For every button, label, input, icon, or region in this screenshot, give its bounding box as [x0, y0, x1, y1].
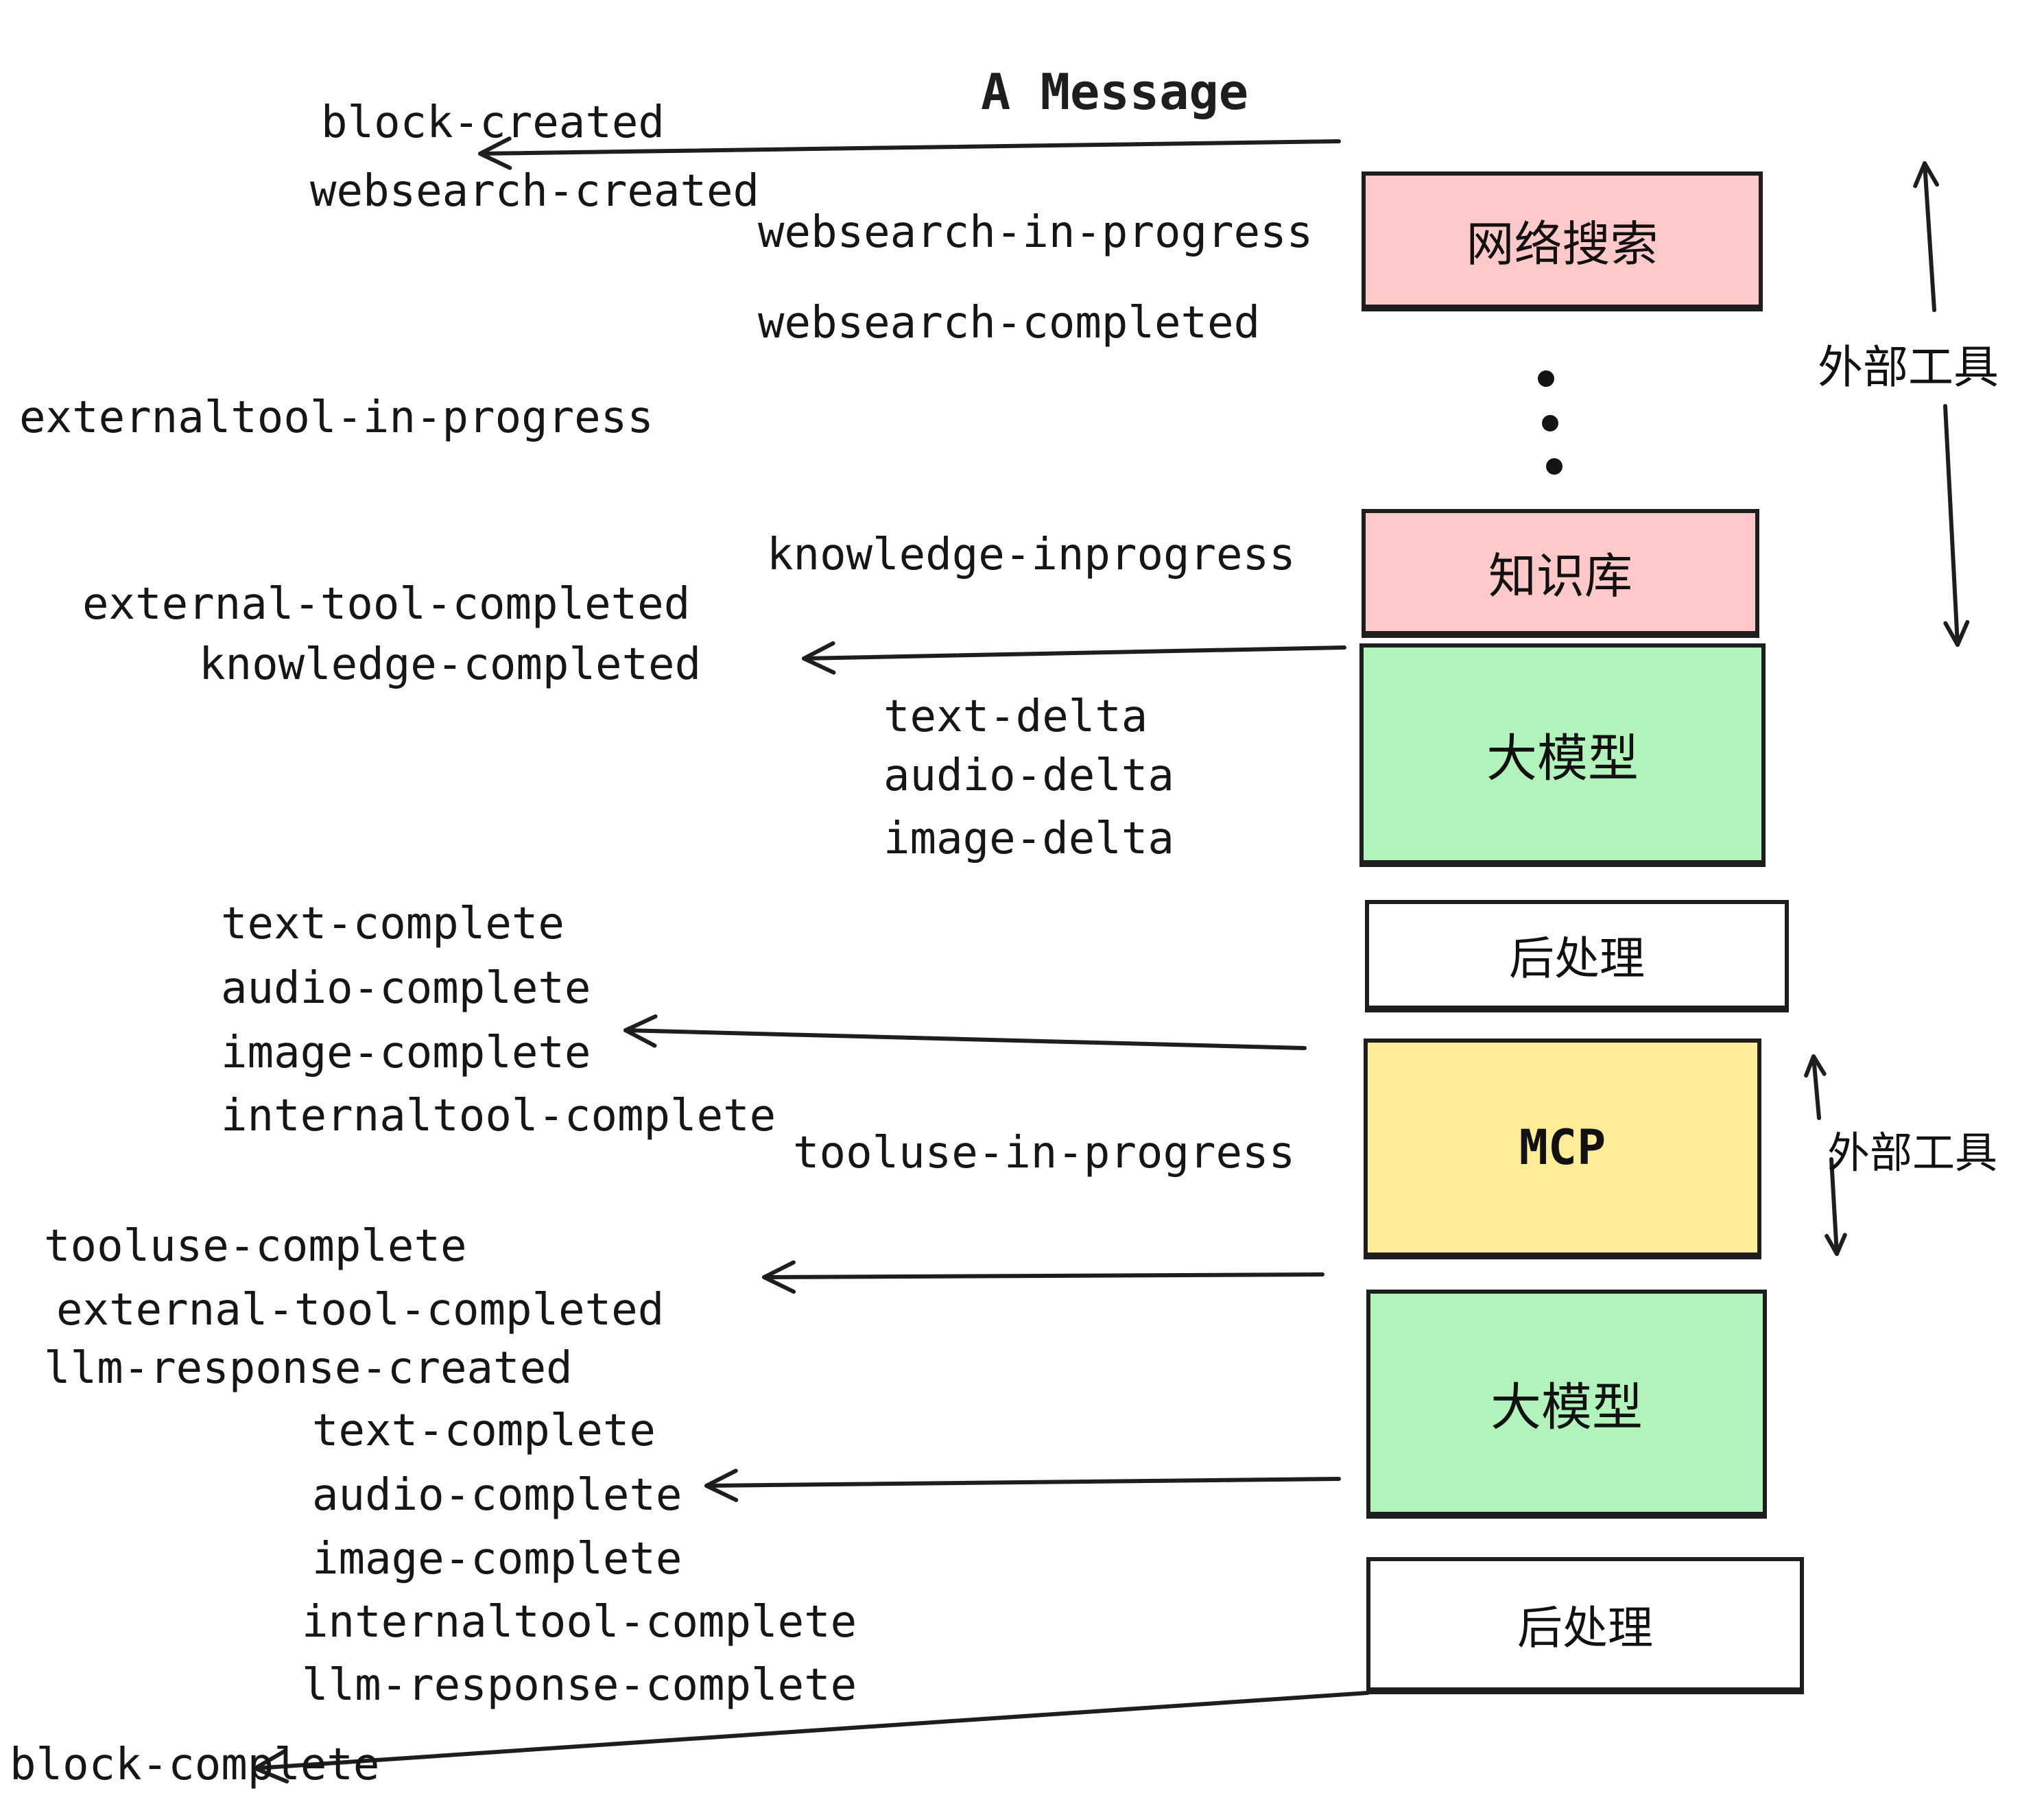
- arrow-to-audio-complete-head: [704, 1469, 739, 1502]
- event-label-tooluse-in-progress: tooluse-in-progress: [793, 1128, 1296, 1178]
- arrow-to-knowledge-completed-head: [802, 641, 836, 675]
- event-label-text-delta-1: text-delta: [883, 691, 1148, 742]
- node-label-mcp: MCP: [1519, 1119, 1606, 1176]
- event-label-audio-complete-2: audio-complete: [312, 1470, 682, 1521]
- event-label-image-complete-2: image-complete: [312, 1534, 682, 1585]
- event-label-websearch-created: websearch-created: [310, 166, 760, 217]
- event-label-tooluse-complete: tooluse-complete: [44, 1221, 467, 1272]
- event-label-audio-complete-1: audio-complete: [221, 963, 591, 1014]
- event-label-external-tool-completed-2: external-tool-completed: [56, 1285, 665, 1336]
- arrow-to-audio-complete: [704, 1469, 1341, 1502]
- event-label-text-complete-2: text-complete: [312, 1405, 656, 1456]
- arrow-external-up-2: [1804, 1054, 1827, 1120]
- event-label-externaltool-in-progress: externaltool-in-progress: [19, 392, 654, 443]
- event-label-image-complete-1: image-complete: [221, 1028, 591, 1078]
- node-label-websearch: 网络搜索: [1466, 215, 1659, 272]
- node-mcp: MCP: [1364, 1039, 1761, 1257]
- ellipsis-dot-2: [1542, 415, 1558, 431]
- arrow-external-down-2-head: [1825, 1233, 1847, 1256]
- event-label-block-created: block-created: [321, 97, 665, 148]
- arrow-to-image-complete-head: [623, 1014, 658, 1048]
- diagram-title: A Message: [981, 63, 1249, 121]
- side-annotation-external-tools-2: 外部工具: [1827, 1128, 1998, 1178]
- node-knowledge: 知识库: [1362, 509, 1759, 635]
- node-label-postprocess-2: 后处理: [1517, 1602, 1653, 1654]
- side-annotation-external-tools-1: 外部工具: [1818, 341, 1999, 394]
- node-postprocess-1: 后处理: [1365, 900, 1789, 1010]
- event-label-image-delta-1: image-delta: [883, 814, 1174, 864]
- event-label-websearch-completed: websearch-completed: [758, 298, 1261, 348]
- node-websearch: 网络搜索: [1362, 171, 1763, 309]
- event-label-internaltool-complete-2: internaltool-complete: [302, 1597, 857, 1648]
- event-label-audio-delta-1: audio-delta: [883, 750, 1174, 801]
- arrow-to-tooluse-complete-head: [762, 1260, 796, 1294]
- arrow-to-knowledge-completed: [802, 641, 1346, 675]
- node-label-postprocess-1: 后处理: [1509, 932, 1645, 985]
- event-label-knowledge-completed: knowledge-completed: [199, 639, 702, 690]
- arrow-external-up-2-head: [1804, 1054, 1827, 1078]
- node-label-llm-1: 大模型: [1486, 728, 1639, 788]
- event-label-knowledge-inprogress: knowledge-inprogress: [767, 530, 1296, 580]
- node-label-knowledge: 知识库: [1488, 547, 1632, 604]
- event-label-llm-response-created: llm-response-created: [44, 1343, 573, 1394]
- arrow-external-up-1: [1913, 161, 1940, 312]
- arrow-to-image-complete: [623, 1014, 1307, 1050]
- arrow-external-down-1-head: [1943, 619, 1970, 647]
- ellipsis-dot-3: [1546, 458, 1562, 475]
- arrow-external-down-1: [1943, 404, 1970, 647]
- event-label-text-complete-1: text-complete: [221, 899, 565, 949]
- node-llm-2: 大模型: [1366, 1290, 1767, 1516]
- node-label-llm-2: 大模型: [1490, 1377, 1643, 1437]
- event-label-llm-response-complete: llm-response-complete: [302, 1660, 857, 1711]
- node-postprocess-2: 后处理: [1366, 1557, 1804, 1692]
- event-label-external-tool-completed-1: external-tool-completed: [82, 579, 691, 630]
- node-llm-1: 大模型: [1359, 643, 1766, 864]
- event-label-websearch-in-progress: websearch-in-progress: [758, 207, 1314, 258]
- arrow-to-tooluse-complete: [762, 1260, 1324, 1294]
- arrow-external-up-1-head: [1913, 161, 1940, 189]
- event-label-internaltool-complete-1: internaltool-complete: [221, 1091, 776, 1141]
- ellipsis-dot-1: [1538, 370, 1554, 387]
- event-label-block-complete: block-complete: [10, 1740, 380, 1790]
